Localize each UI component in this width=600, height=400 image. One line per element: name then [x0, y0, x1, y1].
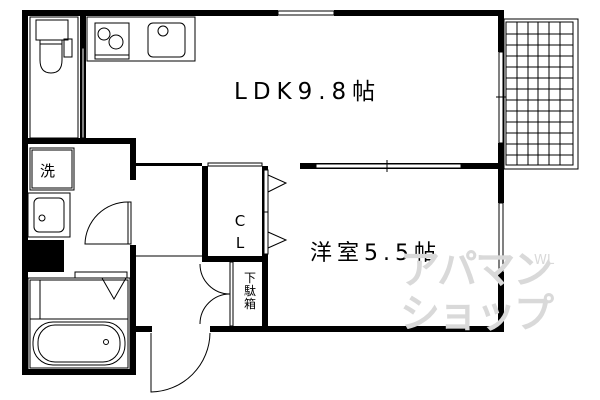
washer-label: 洗 [40, 162, 56, 180]
bathroom [27, 271, 131, 371]
washroom [27, 147, 132, 245]
kitchen [86, 16, 196, 62]
watermark-logo: アパマン ショップ [400, 248, 560, 336]
balcony [503, 18, 579, 170]
closet-label: C L [233, 210, 247, 254]
hallway [136, 162, 263, 393]
watermark-line-1: アパマン [400, 247, 553, 293]
balcony-grid [506, 22, 573, 165]
watermark-line-2: ショップ [400, 291, 554, 337]
shoe-box-char-1: 下 [243, 271, 256, 285]
shoe-box-char-2: 駄 [243, 284, 256, 298]
shoe-box-char-3: 箱 [243, 297, 256, 311]
toilet-room [29, 16, 85, 139]
closet-doors [263, 169, 288, 255]
ldk-label: LDK9.8帖 [234, 79, 382, 105]
closet-label-l: L [235, 234, 245, 252]
windows [277, 10, 506, 273]
watermark-sub: WL [534, 253, 555, 268]
western-room-label: 洋室5.5帖 [310, 241, 441, 266]
shoe-box-label: 下 駄 箱 [243, 272, 257, 311]
closet-label-c: C [234, 212, 246, 230]
